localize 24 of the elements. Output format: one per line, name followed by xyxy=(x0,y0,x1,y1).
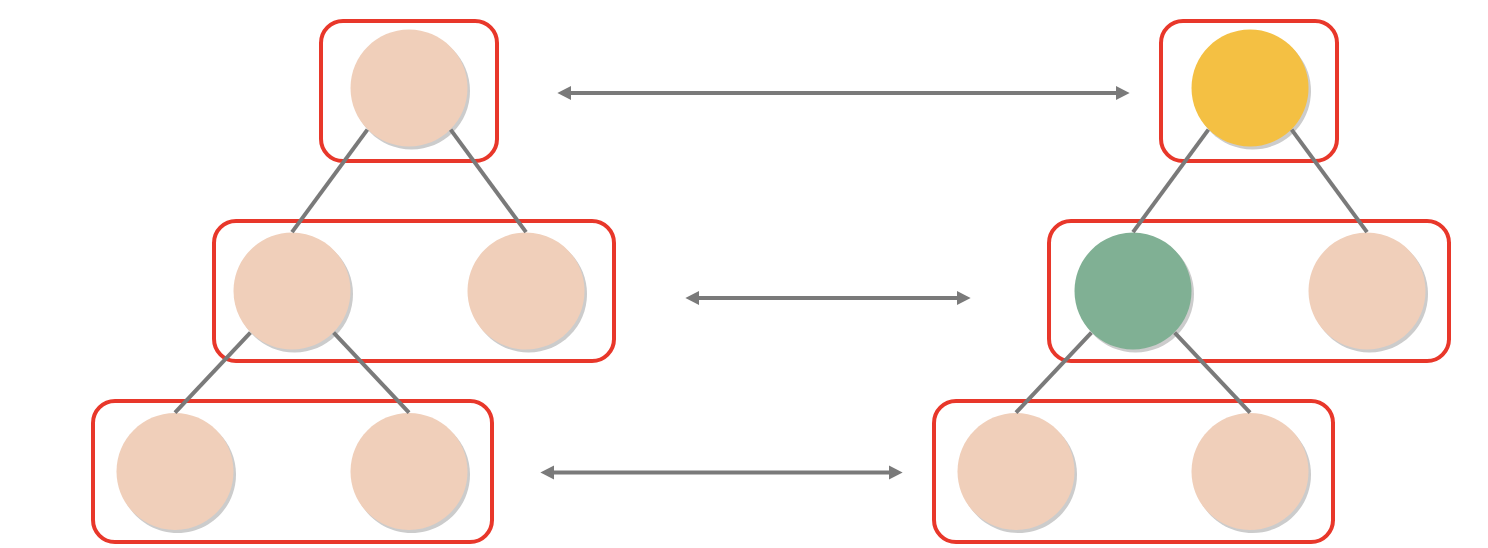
circle xyxy=(233,232,353,353)
rounded-box xyxy=(932,399,1335,544)
circle xyxy=(1308,232,1428,353)
circle xyxy=(350,413,470,533)
circle xyxy=(1074,232,1194,353)
rounded-box xyxy=(1159,19,1339,163)
rounded-box xyxy=(319,19,499,163)
connector-line xyxy=(1173,331,1252,414)
connector-line xyxy=(449,128,528,234)
rounded-box xyxy=(1047,219,1451,363)
circle xyxy=(467,232,587,353)
connector-line xyxy=(1131,128,1210,234)
connector-line xyxy=(332,331,411,415)
connector-line xyxy=(1014,331,1093,415)
circle xyxy=(957,413,1077,533)
circle xyxy=(1191,413,1311,533)
rounded-box xyxy=(91,399,494,544)
connector-line xyxy=(173,331,252,415)
connector-line xyxy=(290,128,369,234)
circle xyxy=(116,413,236,533)
circle xyxy=(1191,29,1311,150)
rounded-box xyxy=(212,219,616,363)
connector-line xyxy=(1290,128,1369,234)
circle xyxy=(350,29,470,150)
